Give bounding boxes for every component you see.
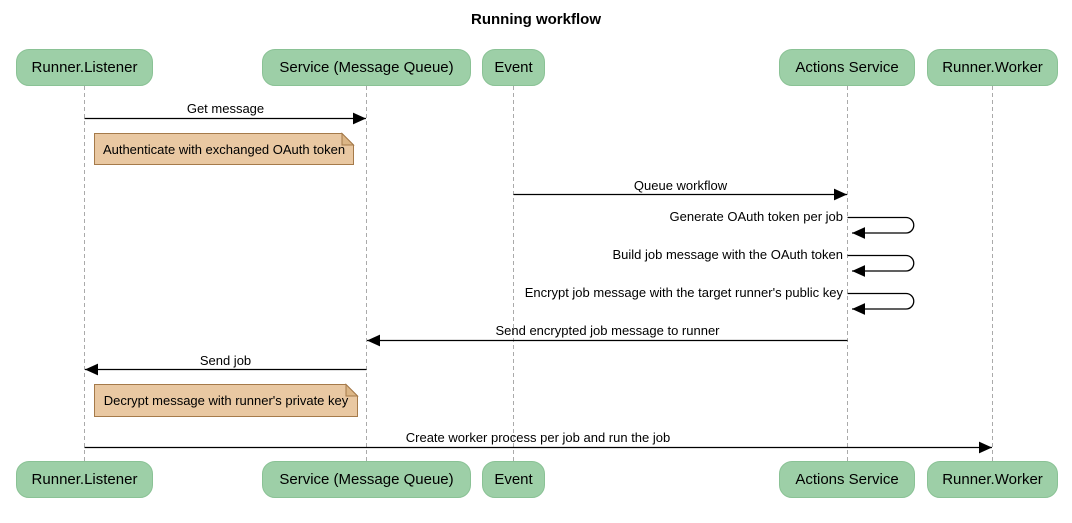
actor-bottom-runner-worker: Runner.Worker	[927, 461, 1058, 498]
message-label-send-job: Send job	[199, 353, 252, 368]
actor-top-event: Event	[482, 49, 545, 86]
actor-top-runner-worker: Runner.Worker	[927, 49, 1058, 86]
actor-label: Event	[494, 471, 533, 488]
note-authenticate-fold-icon	[341, 132, 355, 146]
actor-label: Actions Service	[795, 471, 899, 488]
actor-bottom-runner-listener: Runner.Listener	[16, 461, 153, 498]
diagram-title: Running workflow	[471, 11, 601, 28]
actor-label: Event	[494, 59, 533, 76]
arrow-self-generate-oauth-token	[847, 216, 915, 239]
message-label-create-worker-process: Create worker process per job and run th…	[405, 430, 671, 445]
actor-top-actions-service: Actions Service	[779, 49, 915, 86]
arrow-self-encrypt-job-message	[847, 292, 915, 315]
actor-top-runner-listener: Runner.Listener	[16, 49, 153, 86]
message-label-encrypt-job-message: Encrypt job message with the target runn…	[524, 285, 843, 300]
message-label-send-encrypted-job: Send encrypted job message to runner	[495, 323, 720, 338]
actor-label: Runner.Listener	[31, 471, 138, 488]
message-label-generate-oauth-token: Generate OAuth token per job	[669, 209, 843, 224]
actor-bottom-service-message-queue: Service (Message Queue)	[262, 461, 471, 498]
actor-label: Runner.Listener	[31, 59, 138, 76]
note-decrypt-fold-icon	[345, 383, 359, 397]
actor-label: Service (Message Queue)	[279, 59, 454, 76]
actor-top-service-message-queue: Service (Message Queue)	[262, 49, 471, 86]
message-label-queue-workflow: Queue workflow	[633, 178, 728, 193]
actor-label: Runner.Worker	[942, 59, 1043, 76]
actor-bottom-event: Event	[482, 461, 545, 498]
note-decrypt-label: Decrypt message with runner's private ke…	[103, 393, 349, 408]
actor-label: Runner.Worker	[942, 471, 1043, 488]
arrow-self-build-job-message	[847, 254, 915, 277]
actor-label: Service (Message Queue)	[279, 471, 454, 488]
actor-label: Actions Service	[795, 59, 899, 76]
message-label-build-job-message: Build job message with the OAuth token	[612, 247, 843, 262]
actor-bottom-actions-service: Actions Service	[779, 461, 915, 498]
message-label-get-message: Get message	[186, 101, 265, 116]
note-decrypt-shape	[94, 384, 358, 417]
note-authenticate-shape	[94, 133, 354, 165]
note-authenticate-label: Authenticate with exchanged OAuth token	[102, 141, 346, 157]
